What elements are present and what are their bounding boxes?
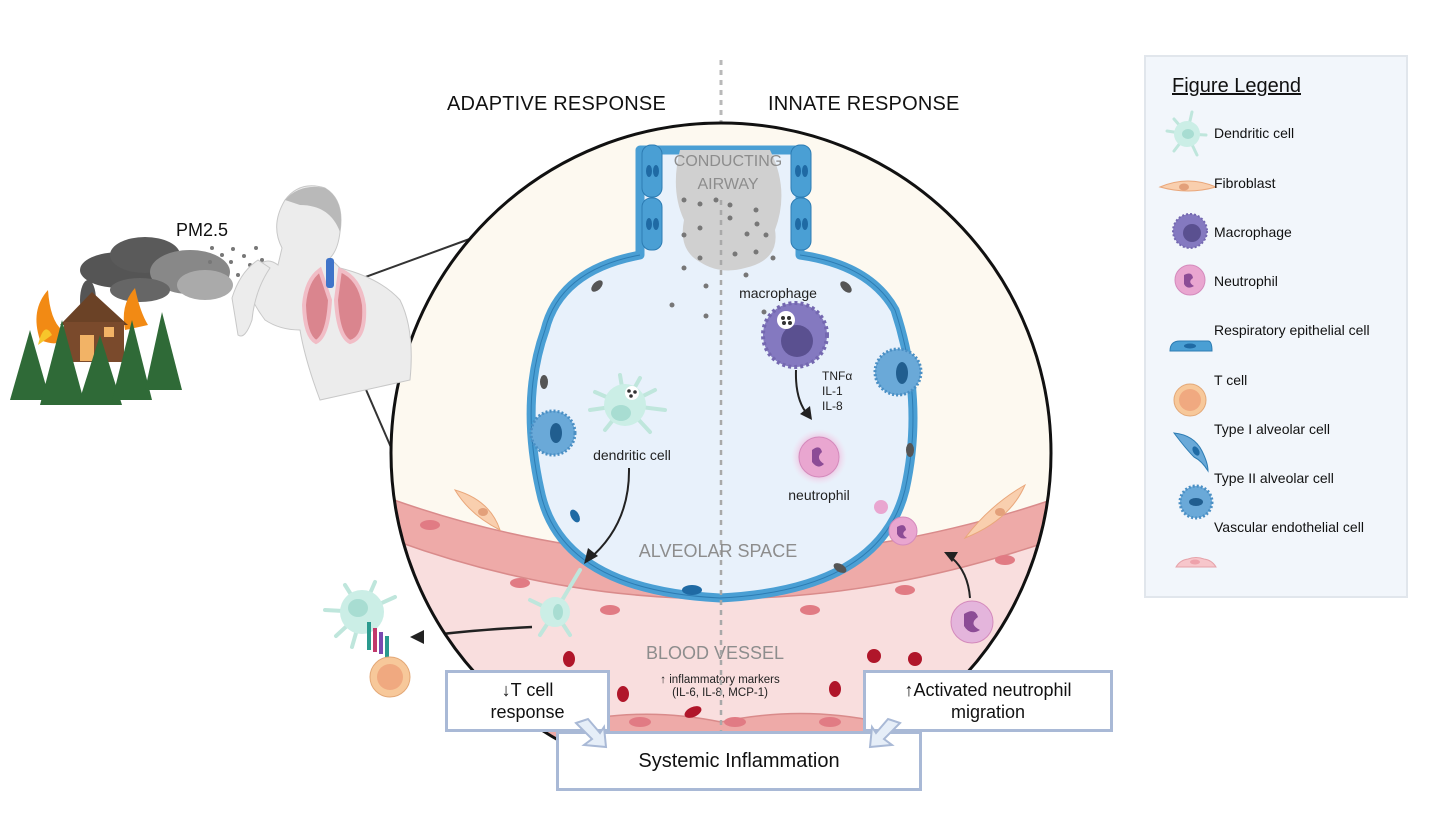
cytokine-label: TNFα xyxy=(822,369,852,383)
cytokine-label: IL-1 xyxy=(822,384,843,398)
pm25-label: PM2.5 xyxy=(176,220,228,240)
legend-label-type-1-alveolar-cell: Type I alveolar cell xyxy=(1214,421,1330,437)
pm25-particles xyxy=(669,197,776,319)
wildfire-scene xyxy=(10,237,233,405)
person-coughing xyxy=(231,185,412,401)
neutrophil-callout-line2: migration xyxy=(950,702,1026,722)
neutrophil-migration-callout: ↑Activated neutrophil migration xyxy=(863,670,1113,732)
legend-label-type-2-alveolar-cell: Type II alveolar cell xyxy=(1214,470,1334,486)
t-cell-callout-line1: ↓T cell xyxy=(501,680,554,700)
fibroblast-icon xyxy=(1158,180,1218,192)
type-2-alveolar-cell xyxy=(873,347,923,397)
type-2-alveolar-cell-icon xyxy=(1178,484,1214,520)
dendritic-cell-tcell-synapse xyxy=(323,580,397,658)
endothelial-nuclei xyxy=(420,520,1015,615)
dendritic-cell xyxy=(588,373,667,434)
house xyxy=(60,292,128,362)
arrow-neutrophil-migration xyxy=(951,557,971,599)
legend-label-dendritic-cell: Dendritic cell xyxy=(1214,125,1295,141)
neutrophil-icon xyxy=(1174,264,1206,296)
lungs xyxy=(301,258,367,345)
dendritic-cell-migrating xyxy=(528,568,582,637)
vascular-endothelial-cell-icon xyxy=(1175,557,1217,568)
block-arrow-right xyxy=(868,717,902,749)
neutrophil-label: neutrophil xyxy=(788,487,850,503)
fibroblast xyxy=(963,483,1027,540)
alveolar-space-label: ALVEOLAR SPACE xyxy=(639,541,797,561)
type-2-alveolar-cell xyxy=(529,409,577,457)
conducting-airway-label-2: AIRWAY xyxy=(697,176,758,193)
block-arrow-left xyxy=(574,717,608,749)
t-cell-icon xyxy=(1173,383,1207,417)
systemic-inflammation-label: Systemic Inflammation xyxy=(638,750,840,772)
legend-label-fibroblast: Fibroblast xyxy=(1214,175,1276,191)
macrophage-label: macrophage xyxy=(739,285,817,301)
t-cell-response-callout: ↓T cell response xyxy=(445,670,610,732)
dendritic-cell-icon xyxy=(1165,110,1208,157)
neutrophil-callout-line1: ↑Activated neutrophil xyxy=(904,680,1072,700)
legend-label-respiratory-epithelial-cell: Respiratory epithelial cell xyxy=(1214,322,1370,338)
legend-label-neutrophil: Neutrophil xyxy=(1214,273,1278,289)
arrow-dendritic-to-vessel xyxy=(587,467,631,561)
adaptive-response-heading: ADAPTIVE RESPONSE xyxy=(447,93,667,115)
macrophage-icon xyxy=(1172,213,1208,249)
legend-label-t-cell: T cell xyxy=(1214,372,1248,388)
figure-legend: Figure Legend Dendritic cell Fibroblast … xyxy=(1144,55,1408,598)
pine-trees xyxy=(10,312,182,405)
dendritic-cell-label: dendritic cell xyxy=(593,447,671,463)
fire xyxy=(36,288,148,345)
type-1-alveolar-cell-icon xyxy=(1172,432,1209,473)
legend-label-vascular-endothelial-cell: Vascular endothelial cell xyxy=(1214,519,1364,535)
systemic-inflammation-box: Systemic Inflammation xyxy=(556,731,922,791)
innate-response-heading: INNATE RESPONSE xyxy=(768,93,960,115)
t-cell xyxy=(369,656,411,698)
alveolar-wall-edge xyxy=(530,254,914,599)
legend-title: Figure Legend xyxy=(1172,75,1301,97)
neutrophil-in-vessel xyxy=(950,600,994,644)
blood-vessel-label: BLOOD VESSEL xyxy=(646,643,784,663)
t-cell-callout-line2: response xyxy=(490,702,565,722)
neutrophil xyxy=(791,429,847,485)
fibroblast xyxy=(453,489,501,531)
smoke-cloud xyxy=(80,237,233,320)
respiratory-epithelial-cells xyxy=(641,144,812,251)
smoke-in-airway xyxy=(675,150,782,271)
red-blood-cells xyxy=(563,649,922,718)
legend-label-macrophage: Macrophage xyxy=(1214,224,1292,240)
macrophage xyxy=(761,301,829,369)
type-1-alveolar-nuclei xyxy=(540,280,914,573)
respiratory-epithelial-cell-icon xyxy=(1169,340,1213,352)
neutrophil-transmigrating xyxy=(874,500,918,546)
cytokine-label: IL-8 xyxy=(822,399,843,413)
conducting-airway-label-1: CONDUCTING xyxy=(674,153,782,170)
